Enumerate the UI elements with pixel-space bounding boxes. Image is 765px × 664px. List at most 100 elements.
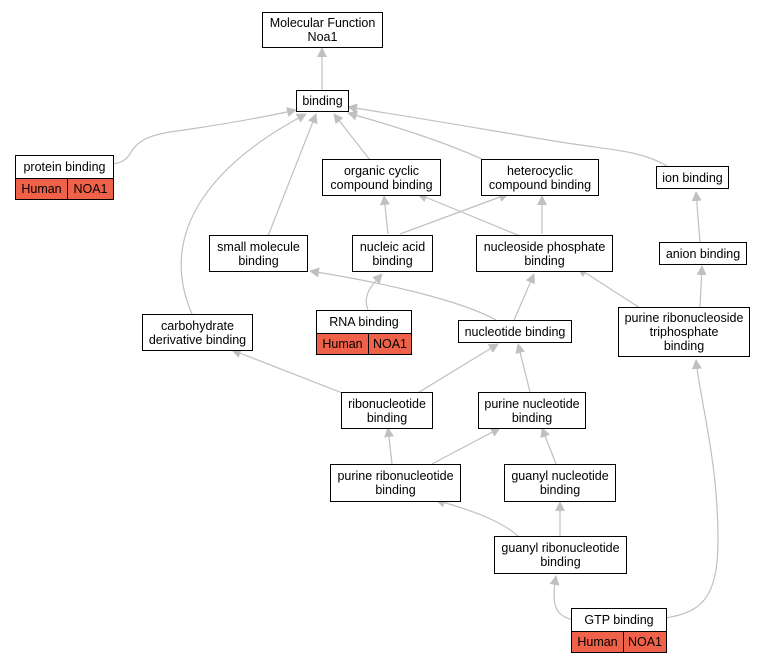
edge-purine-ribonucleoside-tp-to-anion-binding [696, 265, 707, 309]
edge-nucleotide-to-small-molecule [309, 267, 497, 321]
node-purine-ribonucleoside-tp-label: purine ribonucleoside triphosphate bindi… [625, 311, 744, 353]
node-small-molecule-label: small molecule binding [217, 240, 300, 268]
node-ion-binding-label: ion binding [662, 170, 723, 185]
node-purine-ribonucleotide-binding[interactable]: purine ribonucleotide binding [330, 464, 461, 502]
gene-tag[interactable]: NOA1 [73, 182, 108, 196]
node-heterocyclic-line1: heterocyclic [506, 163, 573, 178]
node-rna-binding-label: RNA binding [317, 311, 411, 334]
node-ion-binding[interactable]: ion binding [656, 166, 729, 189]
edge-ribonucleotide-to-nucleotide [415, 343, 499, 395]
node-purine-ribonucleoside-tp-line3: binding [663, 339, 705, 353]
edge-anion-binding-to-ion-binding [691, 191, 702, 243]
node-ribonucleotide-binding[interactable]: ribonucleotide binding [341, 392, 433, 429]
edge-guanyl-ribonucleotide-to-purine-ribonucleotide [435, 497, 519, 537]
node-small-molecule-line1: small molecule [217, 239, 300, 254]
node-ribonucleotide-line1: ribonucleotide [348, 396, 426, 411]
node-carbohydrate-label: carbohydrate derivative binding [149, 319, 246, 347]
node-purine-ribonucleoside-tp-line1: purine ribonucleoside [624, 311, 744, 325]
node-purine-nucleotide-binding[interactable]: purine nucleotide binding [478, 392, 586, 429]
node-heterocyclic-compound-binding[interactable]: heterocyclic compound binding [481, 159, 599, 196]
node-organic-cyclic-line2: compound binding [330, 177, 433, 192]
node-guanyl-ribonucleotide-binding[interactable]: guanyl ribonucleotide binding [494, 536, 627, 574]
edge-ion-binding-to-binding [347, 103, 668, 167]
edge-ribonucleotide-to-carbohydrate [231, 348, 351, 397]
node-carbohydrate-derivative-binding[interactable]: carbohydrate derivative binding [142, 314, 253, 351]
node-purine-nucleotide-line2: binding [511, 410, 553, 425]
node-small-molecule-line2: binding [238, 253, 279, 268]
node-molecular-function-line1: Molecular Function [269, 16, 376, 30]
node-guanyl-nucleotide-binding[interactable]: guanyl nucleotide binding [504, 464, 616, 502]
edge-gtp-binding-to-purine-ribonucleoside-tp [665, 359, 719, 619]
edge-small-molecule-to-binding [267, 113, 318, 237]
node-nucleic-acid-line1: nucleic acid [359, 239, 426, 254]
node-binding[interactable]: binding [296, 90, 349, 112]
edge-nucleic-acid-to-organic-cyclic [379, 195, 390, 235]
node-guanyl-nucleotide-line1: guanyl nucleotide [511, 469, 609, 483]
node-nucleotide-binding[interactable]: nucleotide binding [458, 320, 572, 343]
node-organic-cyclic-compound-binding[interactable]: organic cyclic compound binding [322, 159, 441, 196]
edge-guanyl-nucleotide-to-purine-nucleotide [540, 427, 557, 465]
species-tag[interactable]: Human [572, 632, 624, 652]
edge-carbohydrate-to-binding [180, 113, 307, 315]
node-guanyl-ribonucleotide-label: guanyl ribonucleotide binding [501, 541, 619, 569]
node-nucleotide-binding-label: nucleotide binding [464, 324, 566, 339]
node-carbohydrate-line2: derivative binding [148, 332, 247, 347]
species-tag[interactable]: Human [16, 179, 68, 199]
node-purine-nucleotide-label: purine nucleotide binding [484, 397, 579, 425]
edge-nucleotide-to-nucleoside-phosphate [513, 273, 535, 321]
node-purine-ribonucleoside-triphosphate-binding[interactable]: purine ribonucleoside triphosphate bindi… [618, 307, 750, 357]
node-purine-ribonucleotide-label: purine ribonucleotide binding [337, 469, 453, 497]
node-anion-binding[interactable]: anion binding [659, 242, 747, 265]
node-guanyl-nucleotide-line2: binding [539, 483, 581, 497]
node-rna-binding-annotation: Human NOA1 [317, 334, 411, 354]
node-ribonucleotide-label: ribonucleotide binding [348, 397, 426, 425]
node-gtp-binding-annotation: Human NOA1 [572, 632, 666, 652]
edge-purine-ribonucleoside-tp-to-nucleoside-phosphate [577, 267, 641, 309]
node-molecular-function-label: Molecular Function Noa1 [270, 16, 376, 44]
node-nucleoside-phosphate-binding[interactable]: nucleoside phosphate binding [476, 235, 613, 272]
edge-purine-ribonucleotide-to-ribonucleotide [384, 427, 394, 465]
edge-purine-nucleotide-to-nucleotide [515, 343, 531, 393]
edge-purine-ribonucleotide-to-purine-nucleotide [431, 427, 501, 465]
edge-rna-binding-to-nucleic-acid [365, 273, 383, 311]
node-gtp-binding[interactable]: GTP binding Human NOA1 [571, 608, 667, 653]
edge-heterocyclic-to-binding [347, 110, 485, 161]
gene-tag[interactable]: NOA1 [627, 635, 663, 649]
node-heterocyclic-line2: compound binding [488, 177, 592, 192]
node-rna-binding[interactable]: RNA binding Human NOA1 [316, 310, 412, 355]
node-protein-binding-annotation: Human NOA1 [16, 179, 113, 199]
node-binding-label: binding [302, 94, 343, 108]
node-protein-binding[interactable]: protein binding Human NOA1 [15, 155, 114, 200]
edge-gtp-binding-to-guanyl-ribonucleotide [549, 575, 575, 621]
node-nucleoside-phosphate-label: nucleoside phosphate binding [484, 240, 606, 268]
species-tag[interactable]: Human [317, 334, 369, 354]
node-carbohydrate-line1: carbohydrate [161, 318, 234, 333]
node-organic-cyclic-label: organic cyclic compound binding [330, 164, 432, 192]
node-heterocyclic-label: heterocyclic compound binding [489, 164, 591, 192]
gene-tag[interactable]: NOA1 [372, 337, 408, 351]
node-anion-binding-label: anion binding [665, 246, 741, 261]
node-purine-ribonucleotide-line1: purine ribonucleotide [337, 469, 454, 483]
edge-protein-binding-to-binding [112, 107, 297, 165]
node-nucleic-acid-line2: binding [372, 253, 413, 268]
node-organic-cyclic-line1: organic cyclic [343, 163, 419, 178]
node-nucleoside-phosphate-line1: nucleoside phosphate [483, 239, 606, 254]
node-guanyl-nucleotide-label: guanyl nucleotide binding [511, 469, 608, 497]
edge-organic-cyclic-to-binding [333, 113, 371, 161]
node-molecular-function[interactable]: Molecular Function Noa1 [262, 12, 383, 48]
node-purine-nucleotide-line1: purine nucleotide [484, 396, 580, 411]
edge-nucleic-acid-to-heterocyclic [399, 192, 509, 235]
node-small-molecule-binding[interactable]: small molecule binding [209, 235, 308, 272]
node-gtp-binding-label: GTP binding [572, 609, 666, 632]
node-molecular-function-line2: Noa1 [307, 30, 338, 44]
node-guanyl-ribonucleotide-line1: guanyl ribonucleotide [501, 541, 620, 555]
node-nucleic-acid-binding[interactable]: nucleic acid binding [352, 235, 433, 272]
node-purine-ribonucleoside-tp-line2: triphosphate [649, 325, 719, 339]
node-nucleoside-phosphate-line2: binding [524, 253, 565, 268]
node-guanyl-ribonucleotide-line2: binding [540, 555, 581, 569]
node-ribonucleotide-line2: binding [366, 410, 408, 425]
node-protein-binding-label: protein binding [16, 156, 113, 179]
node-nucleic-acid-label: nucleic acid binding [360, 240, 425, 268]
edge-nucleoside-phosphate-to-organic-cyclic [417, 192, 521, 237]
